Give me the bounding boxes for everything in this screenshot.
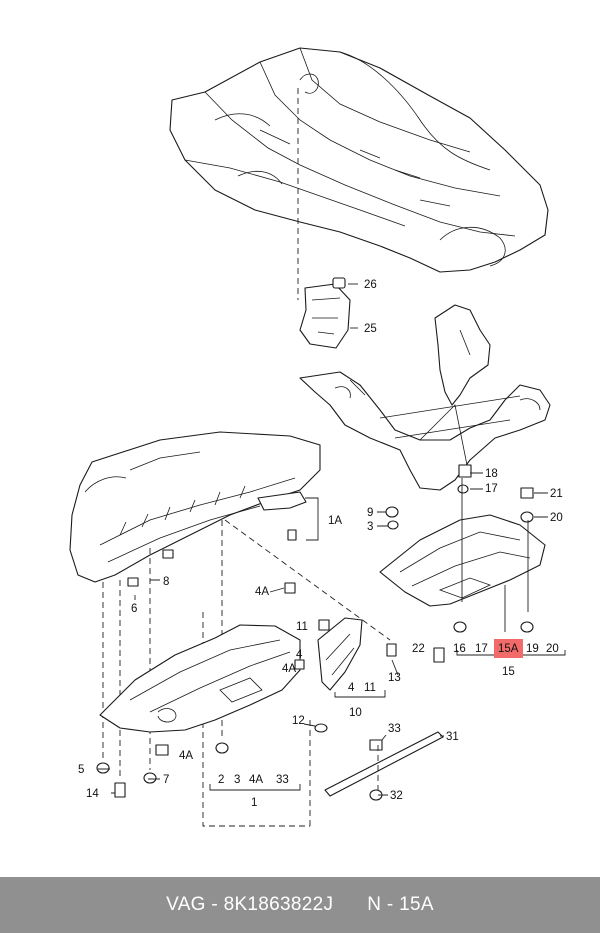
part-31-sill-strip <box>324 731 444 801</box>
part-10-side-panel <box>317 617 363 691</box>
callout-11-upper: 11 <box>296 621 308 633</box>
callout-3-right: 3 <box>367 521 373 533</box>
front-subframe <box>299 304 551 491</box>
callout-21: 21 <box>550 488 563 500</box>
part-26-clip <box>332 277 346 289</box>
bracket-1 <box>209 784 301 791</box>
callout-2: 2 <box>218 774 224 786</box>
callout-17: 17 <box>475 643 488 655</box>
callout-8: 8 <box>163 576 169 588</box>
part-6-clip <box>127 577 139 587</box>
footer-part-info: VAG - 8K1863822J N - 15A <box>0 877 600 933</box>
position-prefix: N <box>367 894 382 915</box>
callout-4A-upper: 4A <box>255 586 269 598</box>
callout-11: 11 <box>364 682 376 694</box>
callout-4: 4 <box>348 682 355 694</box>
part-21-clip <box>520 487 534 499</box>
callout-14: 14 <box>86 788 99 800</box>
callout-12: 12 <box>292 715 305 727</box>
callout-4-upper: 4 <box>296 649 303 661</box>
callout-15: 15 <box>502 666 515 678</box>
vehicle-body-shell <box>169 47 549 273</box>
part-18-clip <box>458 464 472 478</box>
callout-10: 10 <box>349 707 362 719</box>
part-12-nut <box>314 723 328 733</box>
part-13-bolt <box>386 643 397 657</box>
part-8-clip <box>162 549 174 559</box>
callout-5: 5 <box>78 764 84 776</box>
callout-9: 9 <box>367 507 373 519</box>
callout-17-top: 17 <box>485 483 498 495</box>
callout-16: 16 <box>453 643 466 655</box>
callout-19: 19 <box>526 643 539 655</box>
right-leaders <box>461 478 529 632</box>
part-3-washer <box>387 520 399 530</box>
callout-31: 31 <box>446 731 459 743</box>
callout-20-top: 20 <box>550 512 563 524</box>
callout-13: 13 <box>388 672 401 684</box>
part-1-underbody-panel <box>99 624 301 733</box>
callout-1: 1 <box>251 797 257 809</box>
part-19-nut <box>520 621 534 633</box>
part-25-bracket <box>299 283 351 349</box>
part-4A-clip-upper <box>284 582 296 594</box>
callout-4A: 4A <box>249 774 263 786</box>
brand-separator: - <box>211 894 218 915</box>
part-14-bolt <box>114 782 126 798</box>
callout-15A: 15A <box>498 643 519 655</box>
part-15A-engine-shield <box>379 514 546 607</box>
callout-6: 6 <box>131 603 137 615</box>
highlight-15A <box>494 639 523 658</box>
callout-3: 3 <box>234 774 240 786</box>
position-separator: - <box>386 894 394 915</box>
part-16-nut <box>453 621 467 633</box>
callout-1A: 1A <box>328 515 342 527</box>
callout-4A-mid: 4A <box>282 663 296 675</box>
position-number: 15A <box>399 894 434 915</box>
callout-25: 25 <box>364 323 377 335</box>
callout-32: 32 <box>390 790 403 802</box>
callout-18: 18 <box>485 468 498 480</box>
callout-20: 20 <box>546 643 559 655</box>
callout-4A-lower: 4A <box>179 750 193 762</box>
part-9-clip <box>385 506 399 518</box>
brand-label: VAG <box>166 894 206 915</box>
callout-7: 7 <box>163 774 169 786</box>
part-4-clip <box>294 659 305 670</box>
part-22-bolt <box>433 647 445 663</box>
part-4A-clip-lower <box>155 744 169 756</box>
part-5-nut <box>96 762 110 774</box>
callout-22: 22 <box>412 643 425 655</box>
front-bumper-assembly <box>69 431 321 583</box>
callout-ticks <box>98 472 548 796</box>
part-number: 8K1863822J <box>223 894 334 915</box>
exploded-parts-diagram: 26 25 18 17 21 20 9 3 1A 8 6 4A 11 4 4A … <box>69 47 566 827</box>
part-2-nut <box>215 742 229 754</box>
callout-26: 26 <box>364 279 377 291</box>
callout-33-left: 33 <box>276 774 289 786</box>
part-1A-bracket <box>257 491 307 541</box>
part-17-washer <box>457 484 469 494</box>
callout-labels: 26 25 18 17 21 20 9 3 1A 8 6 4A 11 4 4A … <box>78 279 563 809</box>
callout-33: 33 <box>388 723 401 735</box>
part-7-nut <box>143 772 157 784</box>
part-20-nut <box>520 511 534 523</box>
